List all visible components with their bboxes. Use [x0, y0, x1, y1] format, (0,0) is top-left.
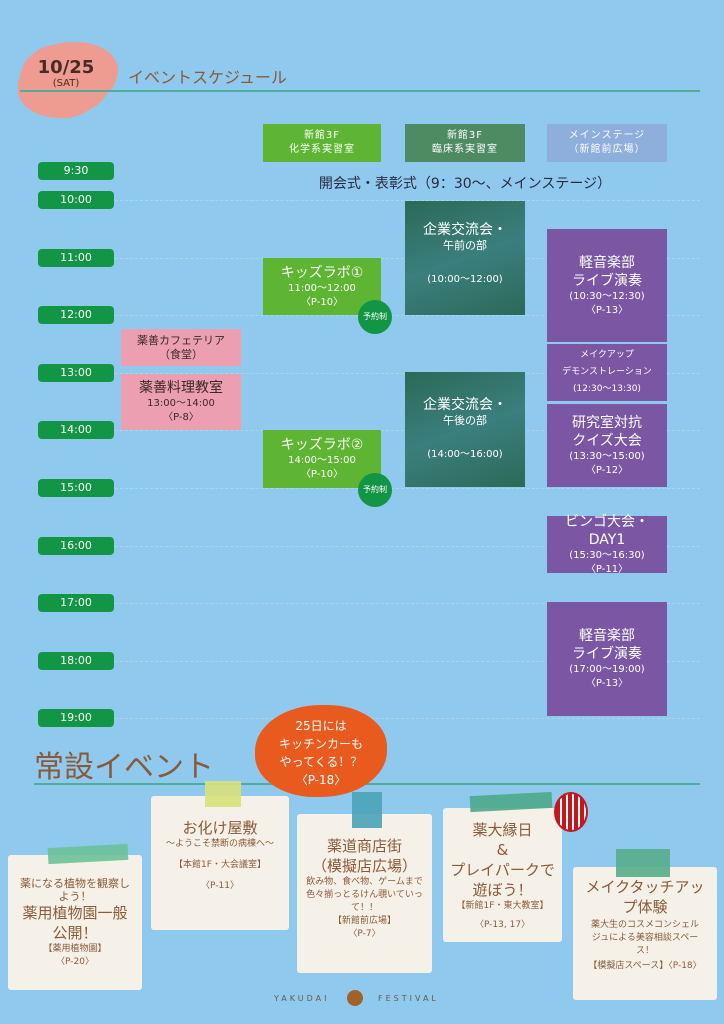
- time-gridline: [115, 200, 700, 201]
- time-gridline: [115, 603, 700, 605]
- lantern-icon: [554, 792, 588, 832]
- divider: [34, 783, 700, 785]
- card-haunted-house[interactable]: お化け屋敷〜ようこそ禁断の病棟へ〜【本館1F・大会議室】〈P-11〉: [151, 796, 289, 930]
- footer-dot-icon: [347, 990, 363, 1006]
- page-title: イベントスケジュール: [128, 68, 287, 87]
- kitchen-car-bubble: 25日にはキッチンカーもやってくる！？〈P-18〉: [255, 705, 387, 797]
- event-light-music-1[interactable]: 軽音楽部ライブ演奏(10:30〜12:30)〈P-13〉: [547, 229, 667, 342]
- time-label: 18:00: [38, 651, 114, 670]
- time-label: 19:00: [38, 709, 114, 728]
- card-herb-garden[interactable]: 薬になる植物を観察しよう！薬用植物園一般公開！【薬用植物園】〈P-20〉: [8, 855, 142, 990]
- footer-left: YAKUDAI: [274, 994, 330, 1003]
- time-label: 12:00: [38, 306, 114, 325]
- card-shopping-street[interactable]: 薬道商店街（模擬店広場）飲み物、食べ物、ゲームまで色々揃っとるけん覗いていって！…: [297, 814, 432, 973]
- time-gridline: [115, 718, 700, 720]
- reservation-badge: 予約制: [358, 473, 392, 507]
- opening-ceremony: 開会式・表彰式（9：30〜、メインステージ）: [318, 176, 612, 192]
- time-gridline: [115, 315, 700, 317]
- event-makeup-demo[interactable]: メイクアップデモンストレーション(12:30〜13:30): [547, 344, 667, 401]
- time-label: 14:00: [38, 421, 114, 440]
- time-label: 15:00: [38, 479, 114, 497]
- event-cafeteria[interactable]: 薬善カフェテリア（食堂）: [121, 329, 241, 366]
- time-label: 13:00: [38, 363, 114, 382]
- column-header-main-stage: メインステージ（新館前広場）: [547, 124, 667, 162]
- tape: [352, 792, 382, 828]
- tape: [616, 849, 670, 877]
- date-badge: 10/25(SAT): [20, 44, 112, 114]
- event-business-am[interactable]: 企業交流会・午前の部(10:00〜12:00): [405, 201, 525, 315]
- time-gridline: [115, 660, 700, 662]
- time-label: 17:00: [38, 594, 114, 613]
- footer-right: FESTIVAL: [378, 994, 439, 1003]
- time-label: 10:00: [38, 191, 114, 209]
- event-bingo[interactable]: ビンゴ大会・DAY1(15:30〜16:30)〈P-11〉: [547, 514, 667, 575]
- time-gridline: [115, 488, 700, 489]
- permanent-events-title: 常設イベント: [34, 750, 214, 785]
- event-lab-quiz[interactable]: 研究室対抗クイズ大会(13:30〜15:00)〈P-12〉: [547, 404, 667, 487]
- time-gridline: [115, 545, 700, 547]
- event-light-music-2[interactable]: 軽音楽部ライブ演奏(17:00〜19:00)〈P-13〉: [547, 602, 667, 716]
- time-label: 16:00: [38, 536, 114, 555]
- time-label: 9:30: [38, 162, 114, 181]
- event-business-pm[interactable]: 企業交流会・午後の部(14:00〜16:00): [405, 372, 525, 487]
- tape: [205, 781, 241, 807]
- time-label: 11:00: [38, 248, 114, 267]
- card-makeup-touchup[interactable]: メイクタッチアップ体験薬大生のコスメコンシェルジュによる美容相談スペース！【模擬…: [573, 867, 717, 1000]
- divider: [20, 90, 700, 92]
- reservation-badge: 予約制: [358, 300, 392, 334]
- card-festival-fair[interactable]: 薬大縁日&プレイパークで遊ぼう！【新館1F・東大教室】〈P-13, 17〉: [443, 808, 562, 942]
